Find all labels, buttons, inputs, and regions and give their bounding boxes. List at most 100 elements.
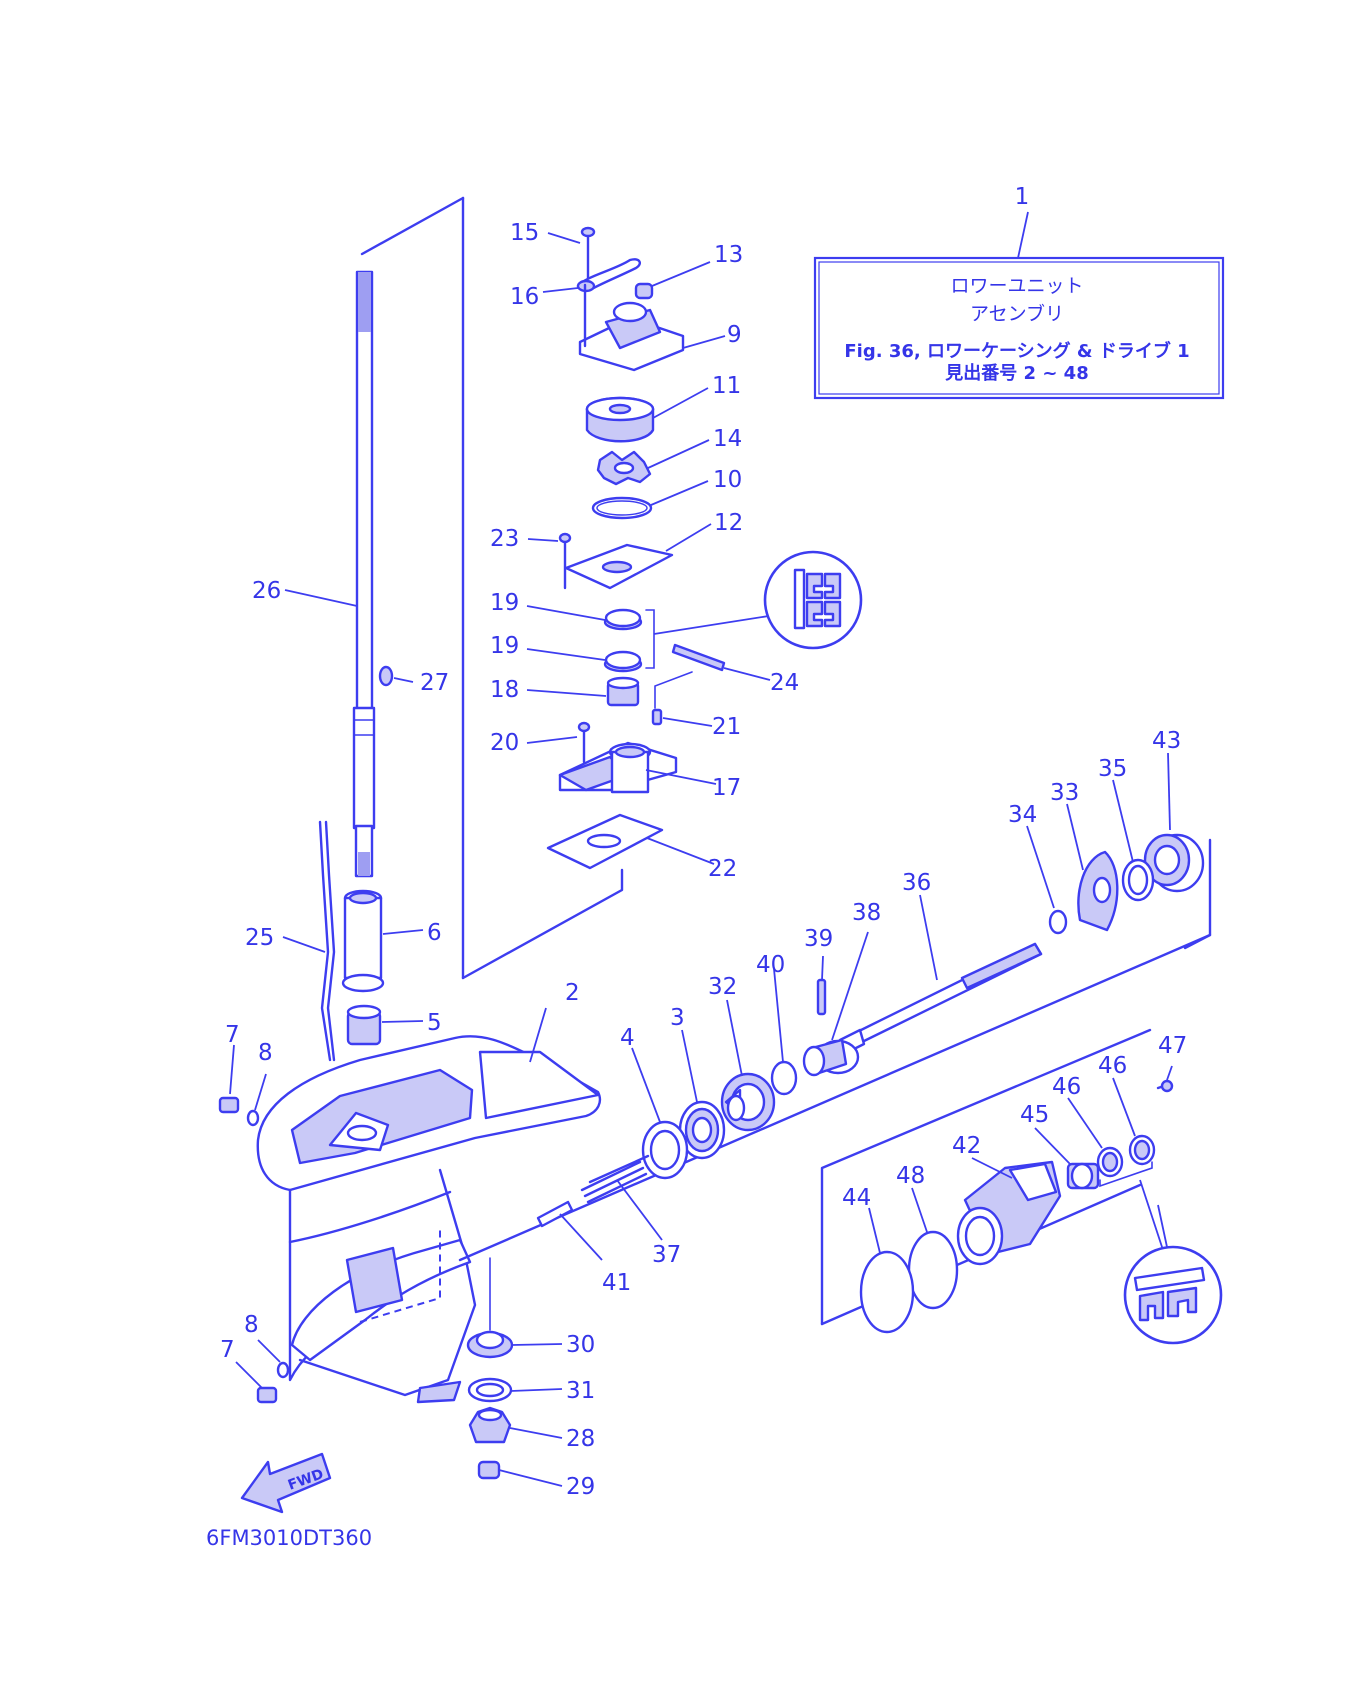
callout-37: 37 bbox=[652, 1242, 681, 1268]
callout-46-a: 46 bbox=[1052, 1074, 1081, 1100]
callout-30: 30 bbox=[566, 1332, 595, 1358]
pipe-24 bbox=[671, 643, 771, 681]
callout-9: 9 bbox=[727, 322, 742, 348]
callout-19-a: 19 bbox=[490, 590, 519, 616]
o-ring-10 bbox=[591, 480, 709, 520]
box-line-4: 見出番号 2 ~ 48 bbox=[944, 362, 1088, 384]
box-line-2: アセンブリ bbox=[970, 302, 1064, 325]
box-line-1: ロワーユニット bbox=[950, 275, 1083, 297]
gasket-22 bbox=[546, 813, 715, 870]
oil-seal-46-b bbox=[1067, 1097, 1124, 1178]
insert-cartridge-11 bbox=[585, 387, 709, 443]
needle-bearing-18 bbox=[526, 676, 640, 707]
washer-8-upper bbox=[246, 1073, 267, 1127]
callout-42: 42 bbox=[952, 1133, 981, 1159]
gear-33 bbox=[1066, 803, 1119, 932]
leader-26 bbox=[284, 589, 358, 607]
callout-6: 6 bbox=[427, 920, 442, 946]
callout-29: 29 bbox=[566, 1474, 595, 1500]
pin-41 bbox=[536, 1200, 603, 1261]
pin-39 bbox=[816, 955, 827, 1016]
clutch-38 bbox=[802, 931, 869, 1077]
shim-4 bbox=[631, 1047, 689, 1180]
diagram-code: 6FM3010DT360 bbox=[206, 1526, 372, 1550]
callout-40: 40 bbox=[756, 952, 785, 978]
callout-25: 25 bbox=[245, 925, 274, 951]
box-line-3: Fig. 36, ロワーケーシング & ドライブ 1 bbox=[844, 340, 1189, 362]
callout-36: 36 bbox=[902, 870, 931, 896]
housing-42 bbox=[956, 1157, 1062, 1266]
seal-detail-magnifier-2 bbox=[1123, 1204, 1223, 1345]
callout-7-upper: 7 bbox=[225, 1022, 240, 1048]
washer-8-lower bbox=[257, 1339, 290, 1379]
drive-shaft-frame bbox=[360, 196, 624, 980]
bushing-6 bbox=[341, 889, 424, 993]
callout-7-lower: 7 bbox=[220, 1337, 235, 1363]
nut-29 bbox=[477, 1460, 563, 1487]
callout-32: 32 bbox=[708, 974, 737, 1000]
gear-32 bbox=[720, 999, 776, 1132]
bolt-7-lower bbox=[235, 1361, 278, 1404]
callout-labels: 2 3 4 5 6 7 7 8 8 9 10 11 12 13 14 15 16… bbox=[220, 220, 1187, 1500]
pump-housing-9 bbox=[578, 283, 726, 372]
callout-18: 18 bbox=[490, 677, 519, 703]
lower-casing bbox=[256, 1007, 602, 1404]
ball-bearing-43 bbox=[1143, 752, 1205, 893]
dowel-21 bbox=[651, 671, 713, 727]
callout-24: 24 bbox=[770, 670, 799, 696]
callout-10: 10 bbox=[713, 467, 742, 493]
circlip-34 bbox=[1026, 825, 1068, 935]
propeller-shaft-36 bbox=[838, 894, 1043, 1056]
bearing-3 bbox=[678, 1029, 726, 1160]
callout-26: 26 bbox=[252, 578, 281, 604]
callout-15: 15 bbox=[510, 220, 539, 246]
shift-rod bbox=[282, 820, 336, 1062]
pump-base-17 bbox=[558, 741, 717, 794]
oil-seal-46-a bbox=[1112, 1077, 1156, 1166]
seal-bracket bbox=[645, 609, 776, 669]
drive-shaft bbox=[352, 270, 376, 878]
impeller-14 bbox=[596, 439, 710, 486]
callout-2: 2 bbox=[565, 980, 580, 1006]
bearing-5 bbox=[346, 1004, 424, 1046]
seal-bracket-46 bbox=[1099, 1161, 1164, 1251]
callout-35: 35 bbox=[1098, 756, 1127, 782]
callout-14: 14 bbox=[713, 426, 742, 452]
bearing-45 bbox=[1034, 1127, 1100, 1190]
assembly-info-box: 1 ロワーユニット アセンブリ Fig. 36, ロワーケーシング & ドライブ… bbox=[813, 184, 1225, 400]
seal-detail-magnifier bbox=[763, 550, 863, 650]
callout-38: 38 bbox=[852, 900, 881, 926]
o-ring-44 bbox=[859, 1207, 915, 1334]
spring-40 bbox=[770, 968, 798, 1096]
fwd-arrow-icon: FWD bbox=[240, 1452, 332, 1514]
callout-31: 31 bbox=[566, 1378, 595, 1404]
callout-20: 20 bbox=[490, 730, 519, 756]
callout-41: 41 bbox=[602, 1270, 631, 1296]
callout-17: 17 bbox=[712, 775, 741, 801]
callout-44: 44 bbox=[842, 1185, 871, 1211]
callout-1: 1 bbox=[1015, 184, 1030, 210]
oil-seal-19-b bbox=[526, 648, 643, 673]
callout-16: 16 bbox=[510, 284, 539, 310]
outer-plate-12 bbox=[564, 523, 712, 590]
clip-27 bbox=[378, 665, 414, 687]
plate-16 bbox=[542, 258, 641, 293]
callout-27: 27 bbox=[420, 670, 449, 696]
shim-31 bbox=[467, 1377, 563, 1403]
bolt-7-upper bbox=[218, 1044, 240, 1114]
callout-3: 3 bbox=[670, 1005, 685, 1031]
bolt-47 bbox=[1156, 1065, 1174, 1093]
callout-45: 45 bbox=[1020, 1102, 1049, 1128]
callout-43: 43 bbox=[1152, 728, 1181, 754]
callout-5: 5 bbox=[427, 1010, 442, 1036]
callout-47: 47 bbox=[1158, 1033, 1187, 1059]
callout-19-b: 19 bbox=[490, 633, 519, 659]
callout-28: 28 bbox=[566, 1426, 595, 1452]
callout-8-lower: 8 bbox=[244, 1312, 259, 1338]
callout-13: 13 bbox=[714, 242, 743, 268]
pinion-28 bbox=[468, 1406, 563, 1444]
grommet-13 bbox=[634, 261, 711, 300]
shim-35 bbox=[1112, 779, 1155, 902]
callout-23: 23 bbox=[490, 526, 519, 552]
